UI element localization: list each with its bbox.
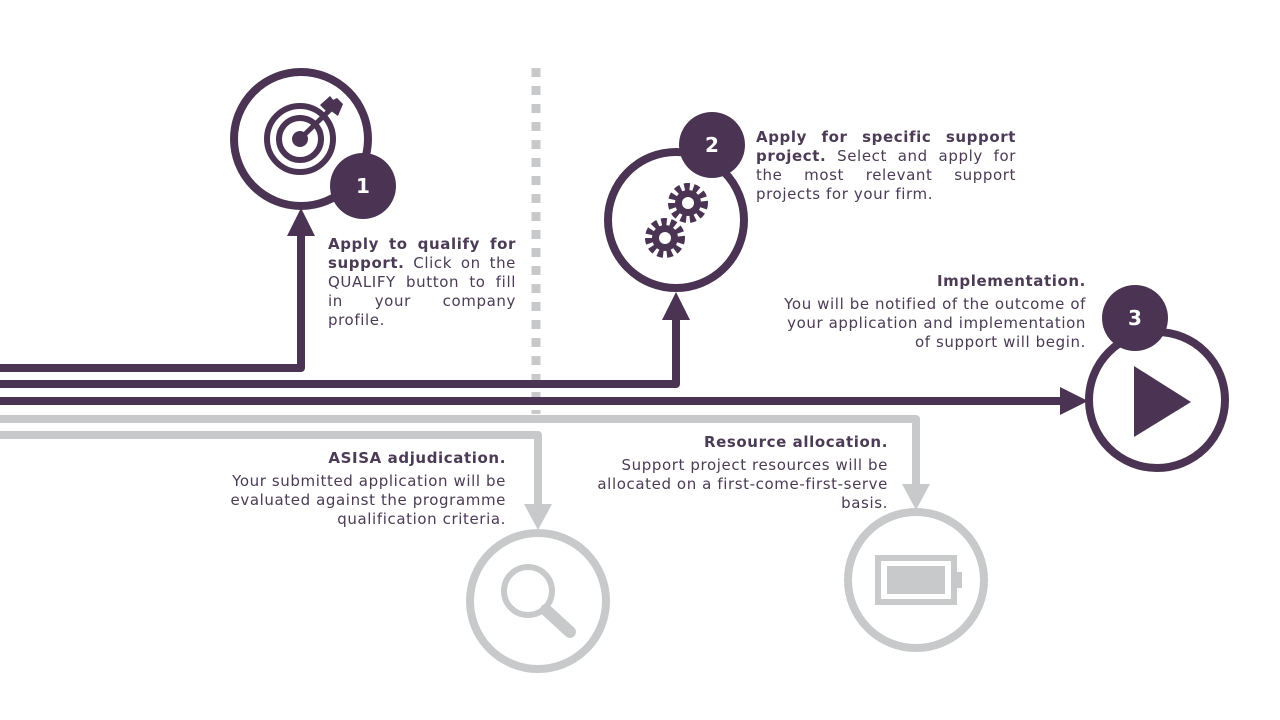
gray-line-1: [0, 431, 542, 508]
step-3-text: Implementation. You will be notified of …: [780, 272, 1086, 352]
step-1-text: Apply to qualify for support. Click on t…: [328, 235, 516, 330]
purple-arrowhead-1: [287, 208, 315, 236]
step-3-body: You will be notified of the outcome of y…: [784, 295, 1086, 351]
gray-node-1: [466, 529, 610, 673]
gray-arrowhead-2: [902, 484, 930, 510]
gears-icon: [645, 183, 708, 258]
gray-step-1-title: ASISA adjudication.: [328, 449, 506, 467]
gray-line-2: [0, 415, 920, 486]
purple-line-1: [0, 232, 305, 372]
gray-step-1-body: Your submitted application will be evalu…: [230, 472, 506, 528]
step-2-badge: 2: [679, 112, 745, 178]
step-1-number: 1: [356, 174, 370, 198]
step-2-node: [604, 148, 748, 292]
step-3-title: Implementation.: [936, 272, 1086, 290]
step-2-text: Apply for specific support project. Sele…: [756, 128, 1016, 204]
gray-step-2-body: Support project resources will be alloca…: [597, 456, 888, 512]
step-3-node: [1085, 328, 1229, 472]
target-icon: [264, 96, 343, 175]
gray-arrowhead-1: [524, 504, 552, 530]
step-3-badge: 3: [1102, 285, 1168, 351]
gray-node-2: [844, 508, 988, 652]
step-2-number: 2: [705, 133, 719, 157]
purple-line-2: [0, 316, 680, 388]
purple-arrowhead-2: [662, 292, 690, 320]
play-icon: [1134, 366, 1191, 437]
step-1-body: Click on the QUALIFY button to fill in y…: [328, 254, 517, 329]
purple-arrowhead-3: [1060, 387, 1088, 415]
step-2-body: Select and apply for the most relevant s…: [756, 147, 1017, 203]
step-3-number: 3: [1128, 306, 1142, 330]
step-2-title: Apply for specific support project.: [756, 128, 1016, 165]
magnifier-icon: [501, 564, 576, 638]
gray-step-1-text: ASISA adjudication. Your submitted appli…: [206, 449, 506, 529]
gray-step-2-title: Resource allocation.: [703, 433, 888, 451]
battery-icon: [875, 555, 962, 605]
step-1-badge: 1: [330, 153, 396, 219]
gray-step-2-text: Resource allocation. Support project res…: [588, 433, 888, 513]
step-1-title: Apply to qualify for support.: [328, 235, 516, 272]
